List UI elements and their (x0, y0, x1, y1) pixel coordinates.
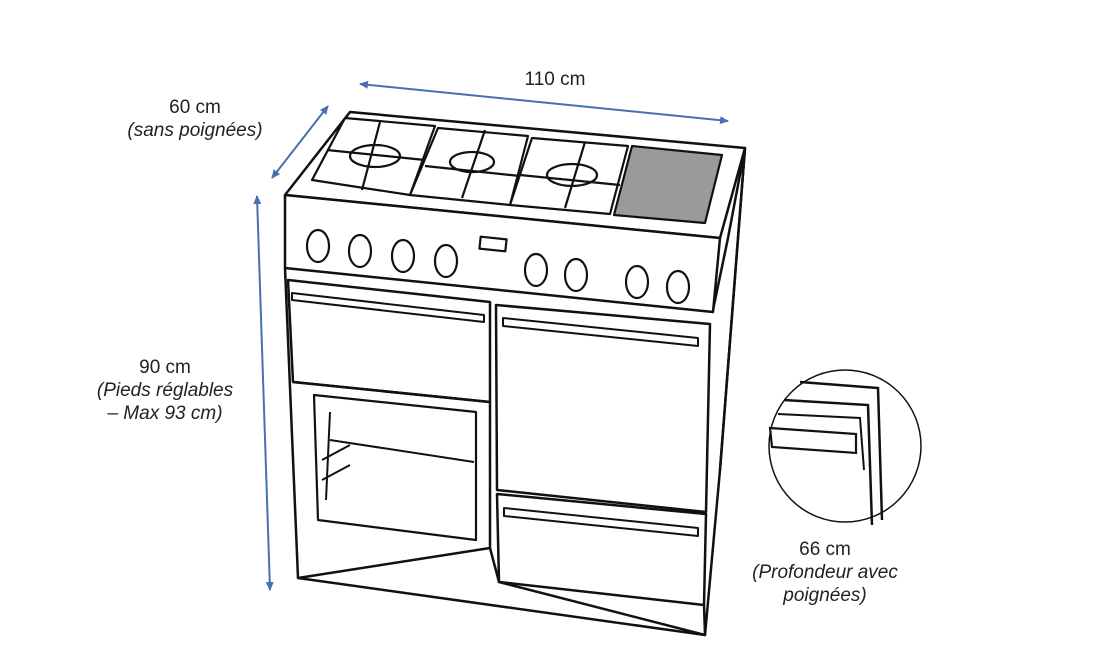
knob-icon (665, 269, 691, 305)
knob-icon (305, 228, 331, 264)
control-knobs (305, 228, 691, 305)
depth-with-handles-note-line2: poignées) (783, 585, 867, 606)
griddle-plate (612, 144, 724, 225)
depth-arrow (271, 105, 329, 179)
width-label: 110 cm (500, 68, 610, 91)
handle-zoom-bar (768, 426, 858, 455)
knob-icon (433, 243, 459, 279)
handle-detail-zoom (768, 369, 922, 526)
height-arrow (253, 195, 274, 591)
burner-grates (310, 116, 630, 216)
height-label: 90 cm (Pieds réglables – Max 93 cm) (70, 356, 260, 425)
right-top-oven-handle (502, 317, 699, 347)
depth-with-handles-label: 66 cm (Profondeur avec poignées) (720, 538, 930, 607)
depth-with-handles-note-line1: (Profondeur avec (752, 562, 898, 583)
control-panel (283, 193, 722, 314)
height-value: 90 cm (139, 357, 191, 378)
width-arrow (359, 80, 729, 125)
knob-icon (347, 233, 373, 269)
knob-icon (563, 257, 589, 293)
depth-value: 60 cm (169, 97, 221, 118)
height-note-line2: – Max 93 cm) (107, 403, 223, 424)
range-cooker (283, 110, 747, 637)
left-main-oven-window (312, 393, 478, 542)
width-value: 110 cm (524, 69, 586, 90)
left-main-oven-door (292, 380, 492, 580)
knob-icon (390, 238, 416, 274)
right-bottom-drawer-handle (503, 507, 699, 537)
depth-with-handles-value: 66 cm (799, 539, 851, 560)
left-top-oven-handle (291, 292, 485, 323)
knob-icon (624, 264, 650, 300)
height-note-line1: (Pieds réglables (96, 380, 234, 401)
depth-note: (sans poignées) (127, 120, 263, 141)
clock-display (478, 235, 508, 253)
oven-rack (321, 411, 475, 501)
knob-icon (523, 252, 549, 288)
depth-label: 60 cm (sans poignées) (110, 96, 280, 142)
right-top-oven-door (494, 303, 712, 514)
